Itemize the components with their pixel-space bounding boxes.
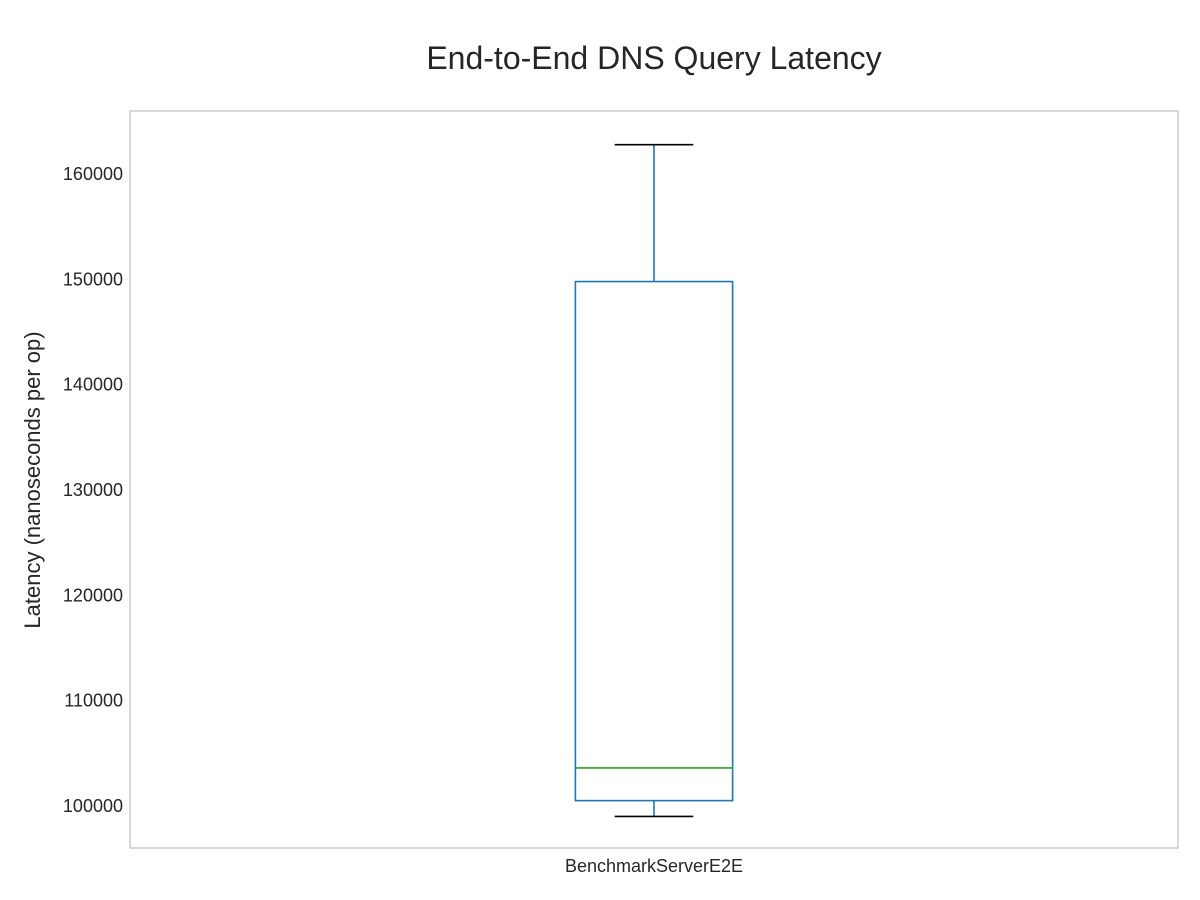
y-tick-label: 100000 [63, 796, 123, 816]
y-axis-ticks: 100000 110000 120000 130000 140000 150000 1600… [63, 164, 123, 816]
box-BenchmarkServerE2E [574, 143, 734, 818]
y-tick-label: 130000 [63, 480, 123, 500]
x-axis-ticks: BenchmarkServerE2E [565, 856, 743, 876]
box-series [574, 143, 734, 818]
y-tick-label: 160000 [63, 164, 123, 184]
y-axis-label: Latency (nanoseconds per op) [20, 331, 45, 628]
x-tick-label: BenchmarkServerE2E [565, 856, 743, 876]
plot-area-frame [129, 110, 1179, 849]
y-tick-label: 120000 [63, 585, 123, 605]
box-iqr [574, 280, 734, 802]
y-tick-label: 110000 [64, 691, 123, 711]
y-tick-label: 150000 [63, 269, 123, 289]
y-tick-label: 140000 [63, 375, 123, 395]
chart-title: End-to-End DNS Query Latency [426, 40, 881, 76]
